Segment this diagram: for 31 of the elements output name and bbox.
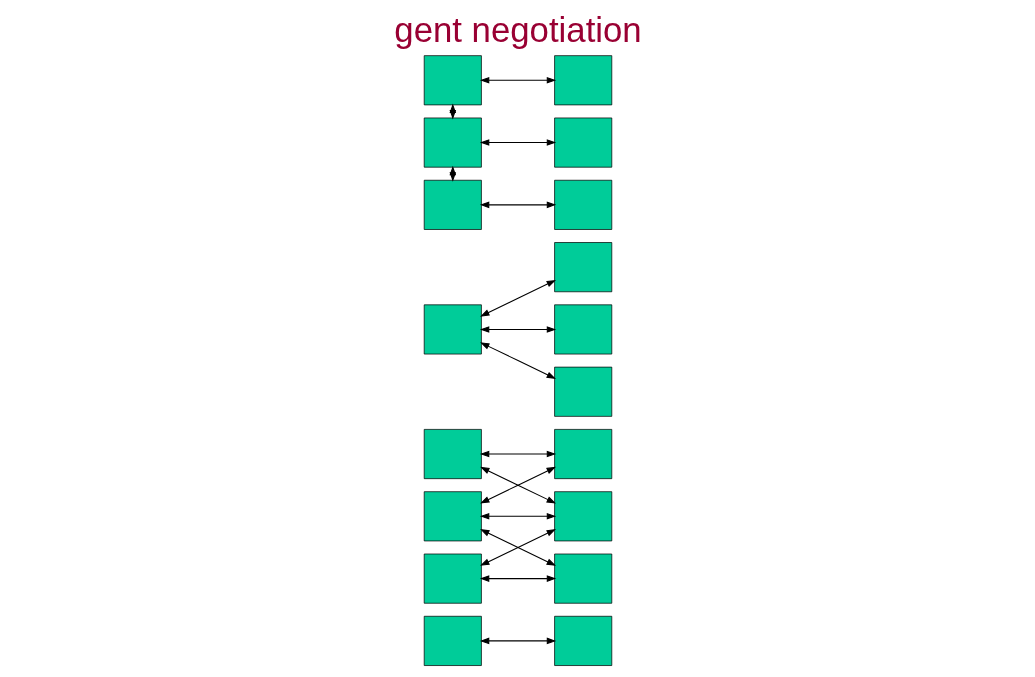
node-box [553, 242, 612, 293]
node-box [553, 615, 612, 666]
node-box [423, 55, 482, 106]
node-box [553, 117, 612, 168]
node-box [423, 179, 482, 230]
diagram-title: gent negotiation [393, 11, 642, 50]
node-box [423, 615, 482, 666]
arrow [479, 513, 556, 520]
node-box [553, 55, 612, 106]
arrow [479, 450, 556, 458]
node-box [553, 179, 612, 230]
node-box [423, 553, 482, 604]
node-box [553, 429, 612, 480]
node-box [423, 304, 482, 355]
arrow [479, 529, 556, 566]
arrow [479, 76, 556, 84]
arrow [479, 326, 556, 333]
node-box [553, 553, 612, 604]
node-box [553, 304, 612, 355]
node-box [423, 117, 482, 168]
arrow [479, 466, 556, 504]
node-box [553, 491, 612, 542]
node-box [553, 366, 612, 417]
arrow [479, 201, 556, 209]
arrow [479, 342, 556, 379]
node-box [423, 491, 482, 542]
arrow [479, 637, 556, 645]
arrow [479, 575, 556, 582]
node-box [423, 429, 482, 480]
arrow [479, 139, 556, 146]
arrow [479, 279, 556, 317]
